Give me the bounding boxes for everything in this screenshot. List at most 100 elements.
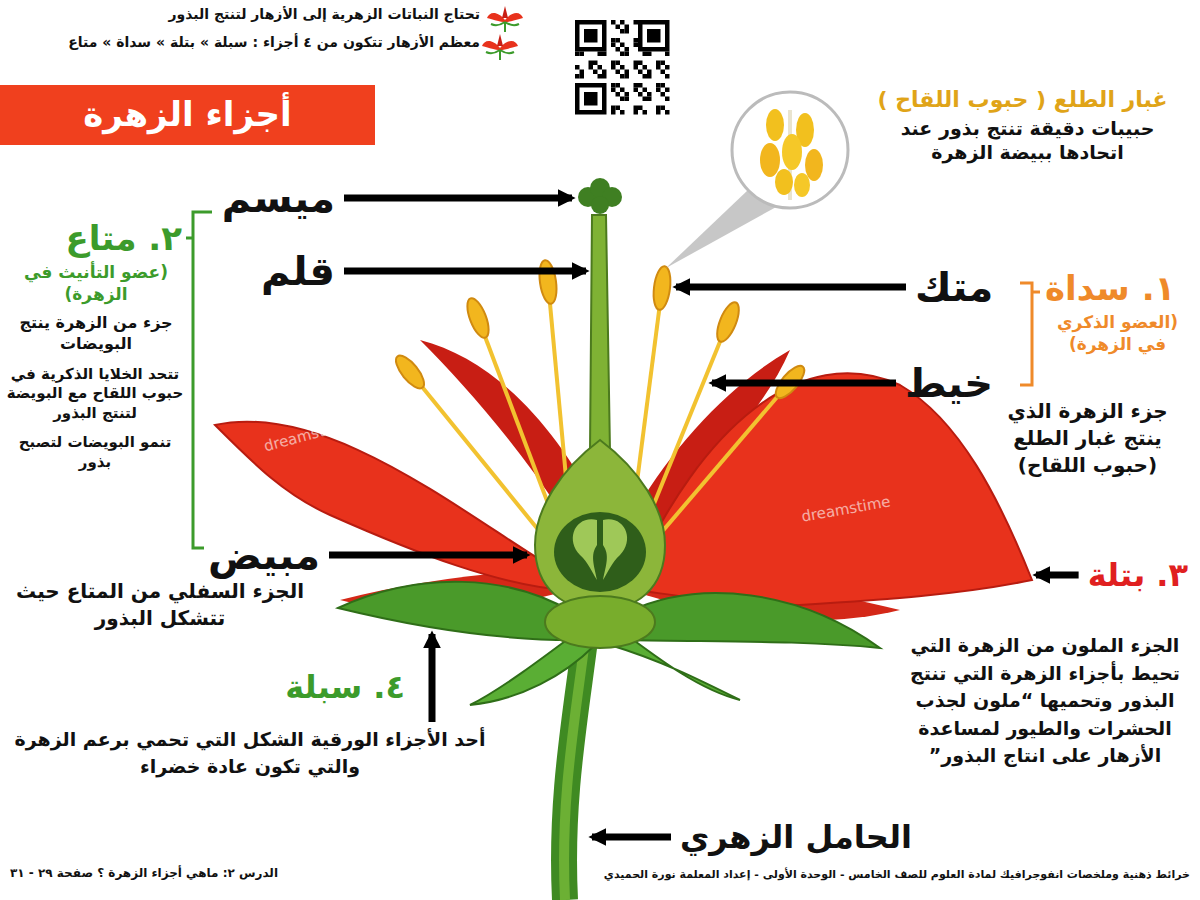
qr-module <box>656 110 661 115</box>
leader-arrow <box>712 380 896 387</box>
qr-module <box>656 88 661 93</box>
qr-module <box>589 65 594 70</box>
qr-module <box>625 47 630 52</box>
ovule <box>573 519 597 580</box>
qr-module <box>602 74 607 79</box>
stigma <box>591 196 609 214</box>
part-heading: ٤. سبلة <box>250 668 405 706</box>
part-heading: غبار الطلع ( حبوب اللقاح ) <box>855 86 1190 114</box>
qr-module <box>589 61 594 66</box>
pollen-grains <box>794 173 810 197</box>
qr-module <box>634 106 639 111</box>
leader-arrow <box>344 195 572 202</box>
qr-module <box>647 97 652 102</box>
qr-module <box>575 83 607 115</box>
qr-module <box>661 92 666 97</box>
qr-module <box>620 29 625 34</box>
part-note: تنمو البويضات لتصبح بذور <box>6 433 184 472</box>
flower-icon <box>482 34 518 60</box>
qr-module <box>598 74 603 79</box>
qr-module <box>593 61 598 66</box>
qr-module <box>598 52 603 57</box>
qr-module <box>665 97 670 102</box>
qr-module <box>616 47 621 52</box>
flower-icon <box>497 34 503 46</box>
pollen-grains <box>766 109 784 141</box>
qr-module <box>643 110 648 115</box>
part-subheading: (العضو الذكري في الزهرة) <box>1045 311 1190 355</box>
qr-module <box>616 25 621 30</box>
qr-module <box>580 52 585 57</box>
leader-arrow <box>592 834 671 841</box>
part-note: تتحد الخلايا الذكرية في حبوب اللقاح مع ا… <box>6 365 184 424</box>
anther <box>537 259 559 305</box>
qr-module <box>611 106 616 111</box>
qr-module <box>647 52 652 57</box>
watermark: dreamstime <box>800 485 931 526</box>
qr-module <box>638 83 643 88</box>
qr-module <box>620 110 625 115</box>
qr-module <box>620 20 625 25</box>
qr-module <box>602 52 607 57</box>
qr-module <box>634 83 639 88</box>
qr-module <box>665 52 670 57</box>
part-name: مبيض <box>110 532 320 578</box>
part-note: الجزء الملون من الزهرة التي تحيط بأجزاء … <box>900 632 1190 770</box>
qr-module <box>625 70 630 75</box>
qr-module <box>634 88 639 93</box>
anther <box>463 296 493 341</box>
stigma <box>578 178 622 214</box>
qr-module <box>634 43 639 48</box>
flower-stalk <box>564 640 585 900</box>
qr-module <box>575 74 580 79</box>
anther <box>713 300 744 345</box>
leader-arrow <box>1036 572 1079 579</box>
qr-module <box>643 25 666 48</box>
part-heading: ١. سداة <box>1045 268 1190 309</box>
intro-note: تحتاج النباتات الزهرية إلى الأزهار لتنتج… <box>10 6 480 24</box>
qr-module <box>620 65 625 70</box>
footer-credit: خرائط ذهنية وملخصات انفوجرافيك لمادة الع… <box>560 868 1190 882</box>
sepal <box>338 582 880 705</box>
part-heading: ٣. بتلة <box>1038 556 1188 594</box>
qr-module <box>647 70 652 75</box>
qr-module <box>575 65 580 70</box>
qr-module <box>611 88 616 93</box>
qr-module <box>616 106 621 111</box>
sepal <box>628 593 880 648</box>
part-name: الحامل الزهري <box>680 818 940 856</box>
qr-module <box>584 92 598 106</box>
qr-module <box>611 20 616 25</box>
qr-module <box>620 88 625 93</box>
receptacle <box>545 596 655 648</box>
qr-module <box>656 106 661 111</box>
anther <box>651 265 672 311</box>
part-heading: ٢. متاع <box>10 218 182 259</box>
title-text: أجزاء الزهرة <box>15 93 360 136</box>
pollen-grains <box>775 169 793 195</box>
qr-module <box>661 106 666 111</box>
qr-module <box>611 38 616 43</box>
qr-module <box>616 70 621 75</box>
qr-module <box>665 65 670 70</box>
qr-module <box>643 97 648 102</box>
watermark: dreamstime <box>262 404 392 456</box>
qr-module <box>611 43 616 48</box>
qr-module <box>634 110 639 115</box>
leader-arrow <box>676 284 906 291</box>
qr-module <box>620 97 625 102</box>
qr-module <box>575 20 607 52</box>
footer-note: الدرس ٢: ماهي أجزاء الزهرة ؟ صفحة ٢٩ - ٣… <box>10 866 350 881</box>
flower-stalk <box>564 640 585 900</box>
qr-module <box>616 83 621 88</box>
title-banner <box>0 85 375 145</box>
qr-module <box>625 25 630 30</box>
qr-module <box>611 83 616 88</box>
sepal <box>338 582 572 640</box>
qr-module <box>665 88 670 93</box>
qr-module <box>602 70 607 75</box>
qr-module <box>647 29 661 43</box>
part-note: جزء من الزهرة ينتج البويضات <box>10 313 182 355</box>
leader-arrow <box>344 268 586 275</box>
